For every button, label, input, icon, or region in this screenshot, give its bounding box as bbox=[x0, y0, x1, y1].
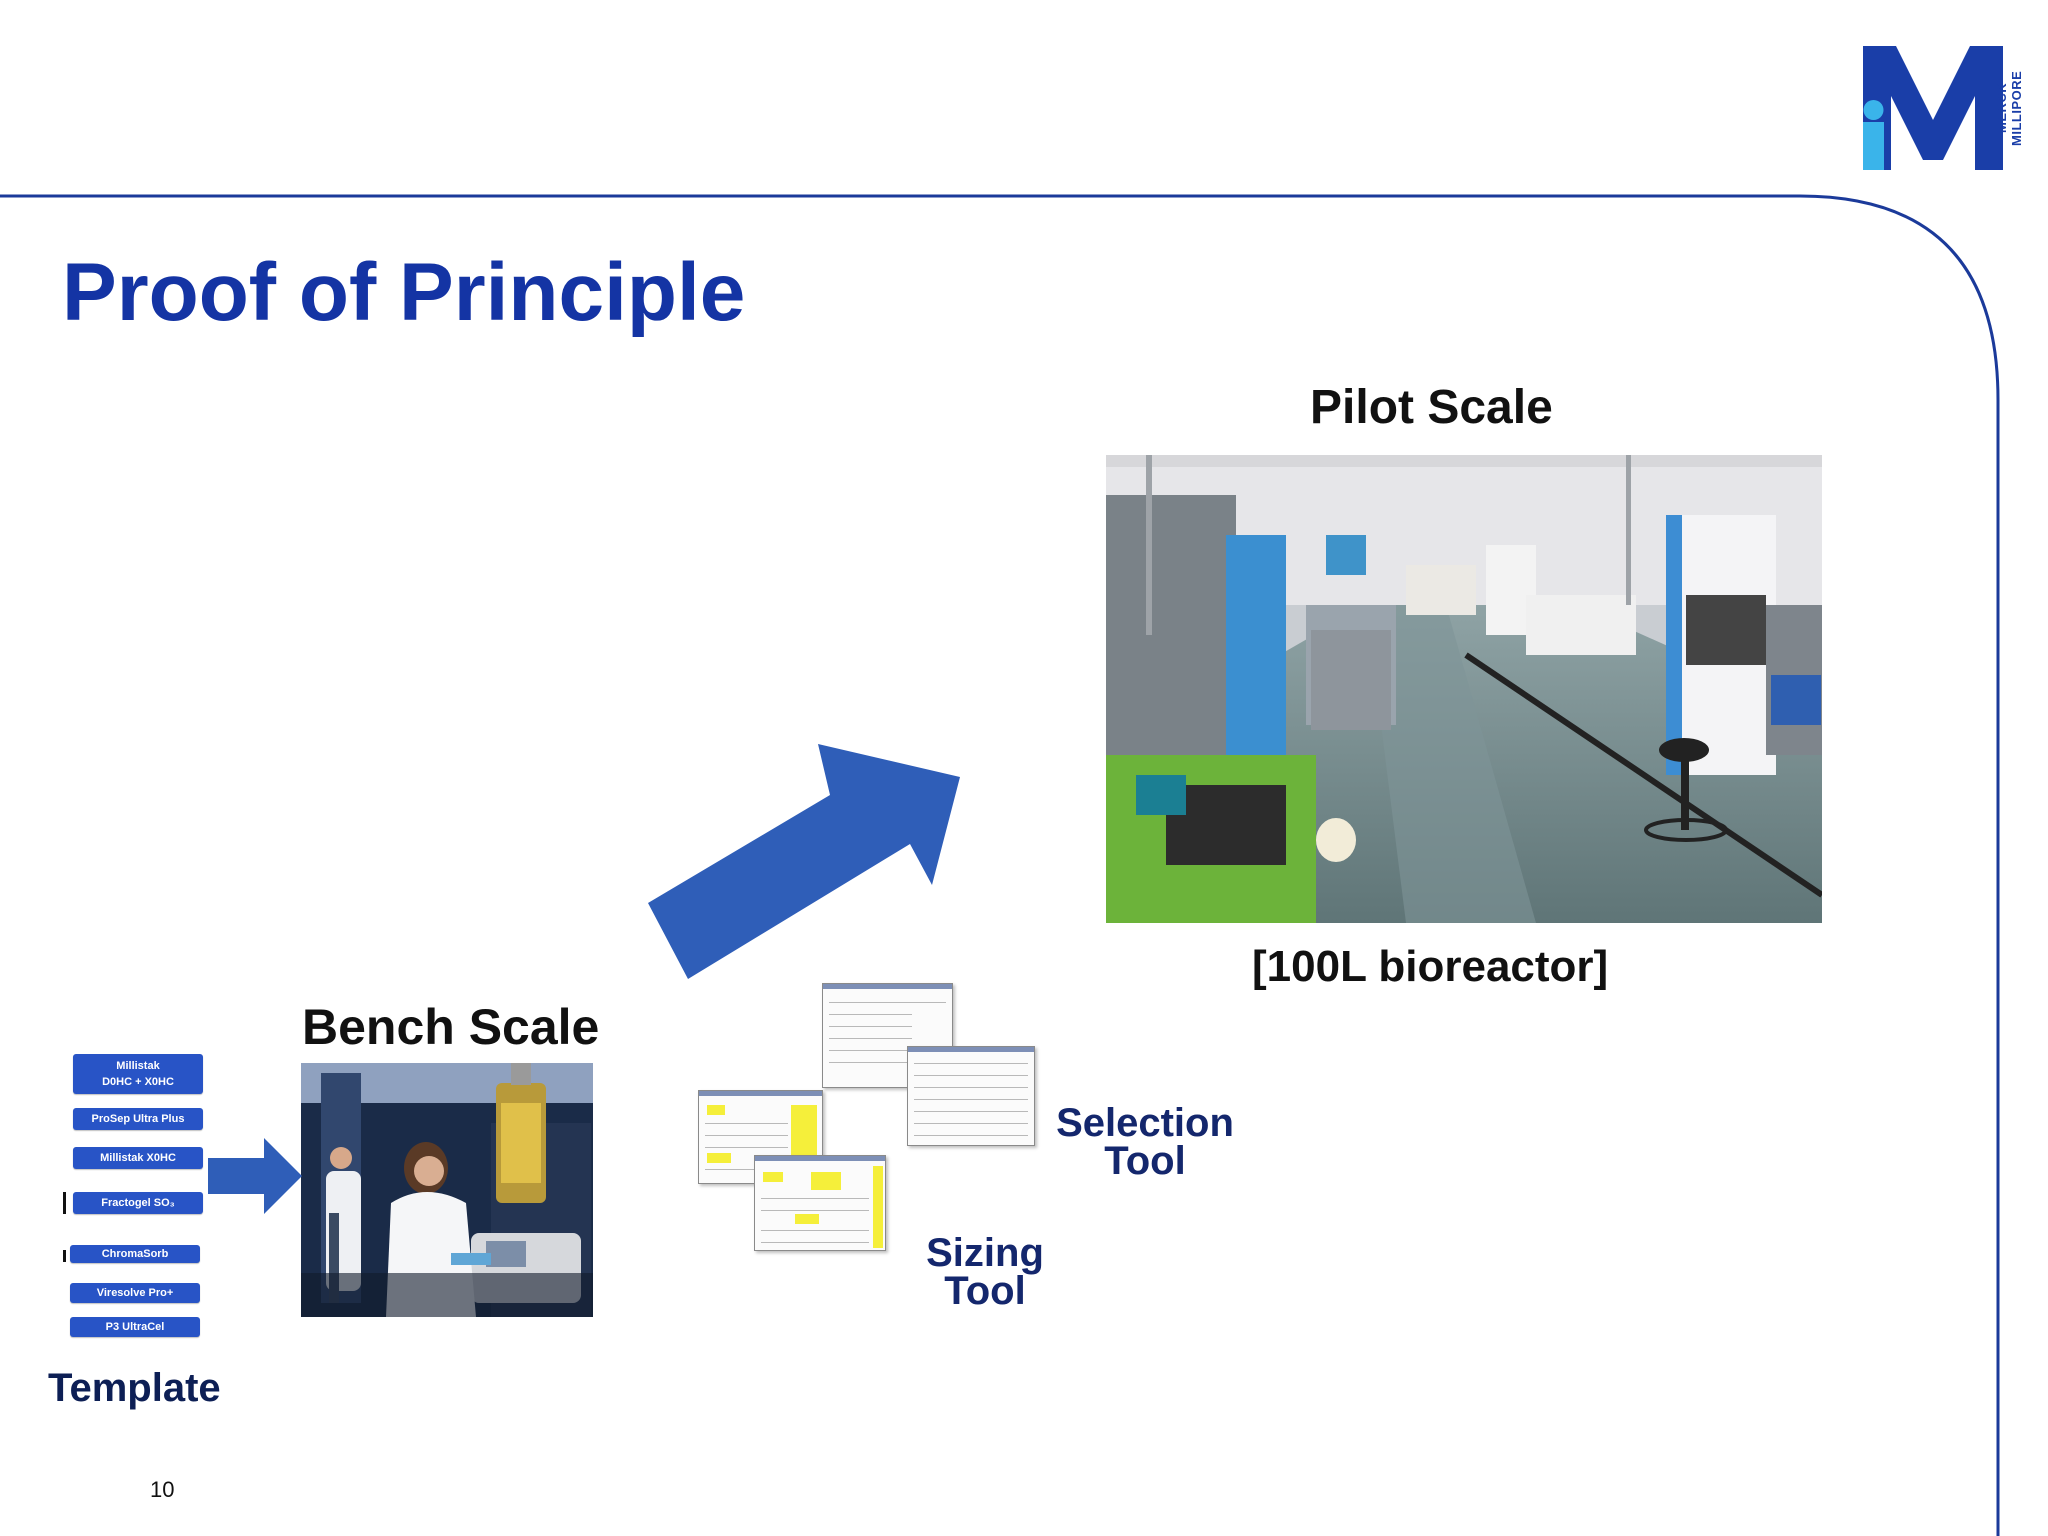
spreadsheet-thumbnail bbox=[907, 1046, 1035, 1146]
selection-tool-line2: Tool bbox=[1104, 1139, 1186, 1183]
template-to-bench-arrow-icon bbox=[208, 1138, 302, 1214]
bench-scale-title: Bench Scale bbox=[302, 999, 600, 1055]
template-item-label: Viresolve Pro+ bbox=[96, 1287, 174, 1299]
pilot-plant-photo bbox=[1106, 455, 1822, 923]
spreadsheet-thumbnail bbox=[754, 1155, 886, 1251]
template-item-chromasorb: ChromaSorb bbox=[70, 1245, 200, 1263]
selection-tool-line1: Selection bbox=[1056, 1101, 1234, 1145]
template-item-line2: D0HC + X0HC bbox=[102, 1076, 174, 1088]
template-item-label: Millistak X0HC bbox=[100, 1152, 176, 1164]
slide-title: Proof of Principle bbox=[62, 247, 746, 338]
template-item-label: P3 UltraCel bbox=[105, 1321, 165, 1333]
template-item-line1: Millistak bbox=[116, 1060, 160, 1072]
template-item-p3-ultracel: P3 UltraCel bbox=[70, 1317, 200, 1337]
template-item-millistak-d0hc: Millistak D0HC + X0HC bbox=[73, 1054, 203, 1094]
template-tick-mark bbox=[63, 1250, 66, 1262]
template-tick-mark bbox=[63, 1192, 66, 1214]
merck-millipore-logo bbox=[1863, 46, 2003, 170]
template-item-label: ChromaSorb bbox=[101, 1248, 169, 1260]
sizing-tool-label: Sizing Tool bbox=[900, 1231, 1070, 1313]
sizing-tool-line2: Tool bbox=[944, 1269, 1026, 1313]
template-item-label: ProSep Ultra Plus bbox=[91, 1113, 185, 1125]
template-item-viresolve: Viresolve Pro+ bbox=[70, 1283, 200, 1303]
bench-lab-photo bbox=[301, 1063, 593, 1317]
pilot-scale-title: Pilot Scale bbox=[1310, 381, 1553, 434]
scale-up-arrow-icon bbox=[648, 744, 960, 979]
logo-wordmark: MERCK MILLIPORE bbox=[1994, 70, 2024, 146]
template-item-millistak-x0hc: Millistak X0HC bbox=[73, 1147, 203, 1169]
selection-tool-label: Selection Tool bbox=[1050, 1101, 1240, 1183]
page-number: 10 bbox=[150, 1477, 175, 1502]
template-item-fractogel: Fractogel SO₃ bbox=[73, 1192, 203, 1214]
template-label: Template bbox=[48, 1366, 221, 1410]
sizing-tool-line1: Sizing bbox=[926, 1231, 1044, 1275]
template-item-label: Fractogel SO₃ bbox=[101, 1197, 175, 1209]
pilot-caption: [100L bioreactor] bbox=[1252, 942, 1609, 991]
template-item-prosep: ProSep Ultra Plus bbox=[73, 1108, 203, 1130]
